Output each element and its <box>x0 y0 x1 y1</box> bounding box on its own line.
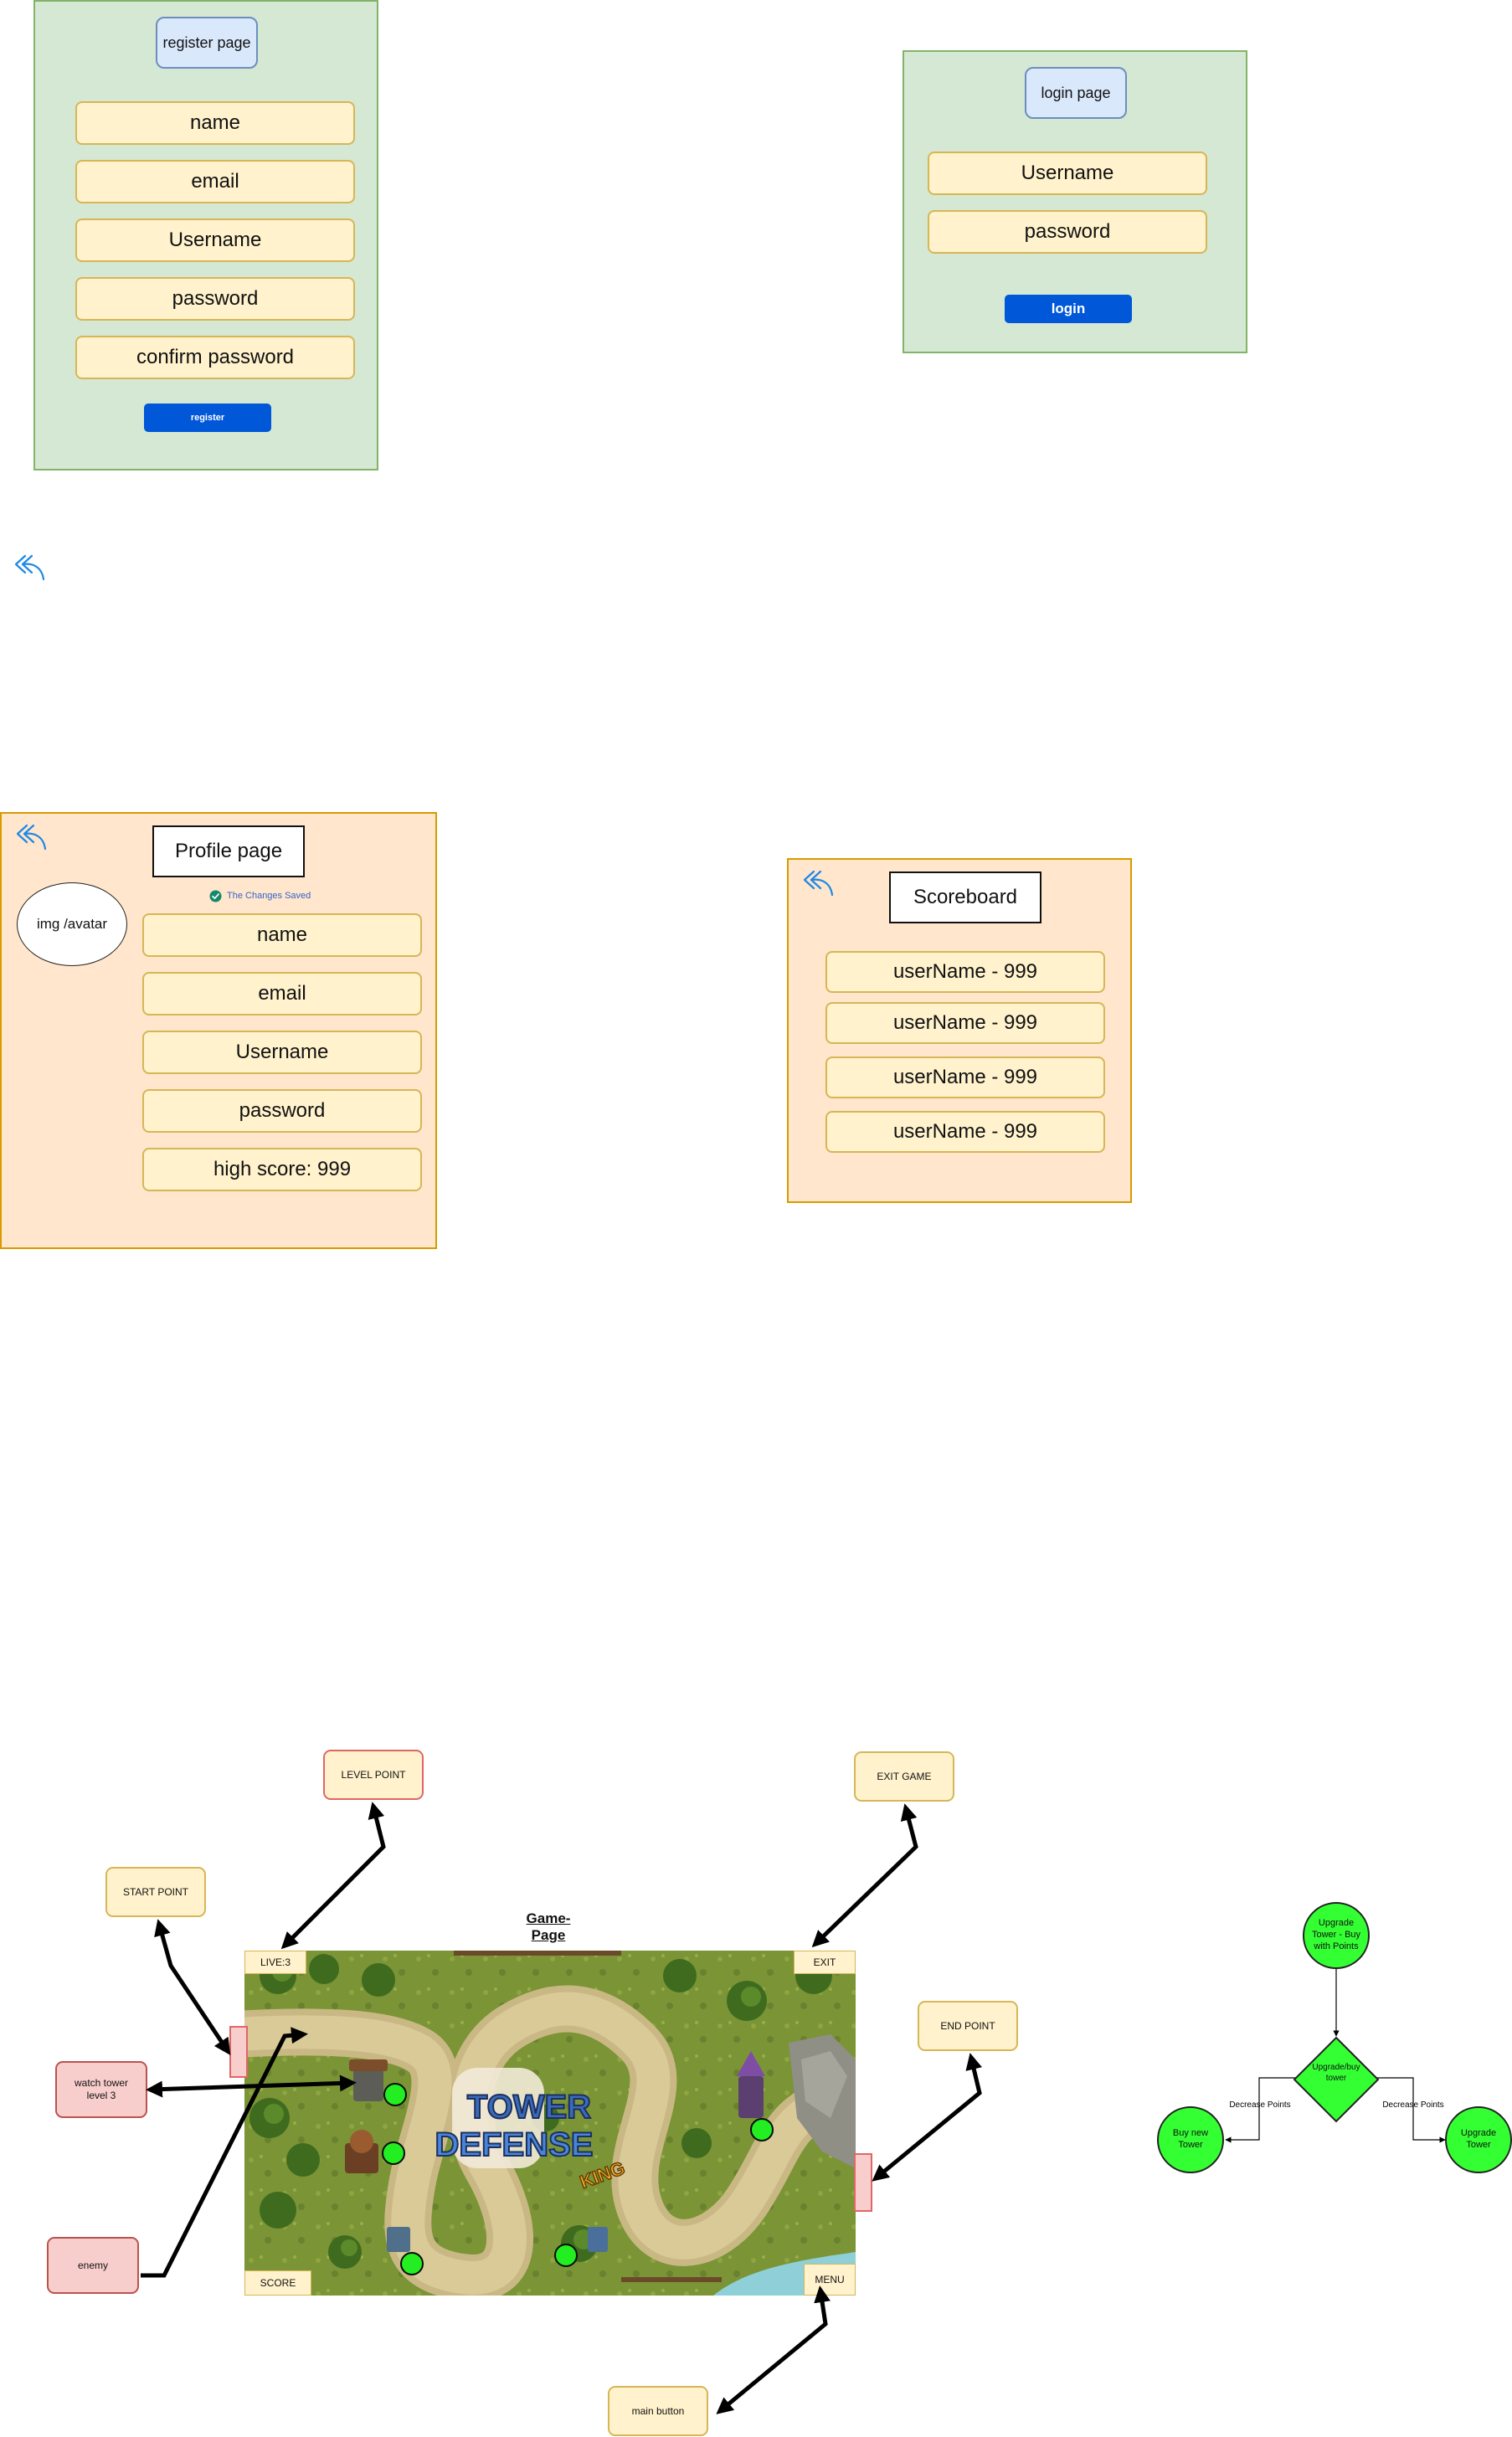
main-button-note: main button <box>608 2386 708 2436</box>
logo-line2: DEFENSE <box>435 2126 594 2163</box>
profile-highscore-field: high score: 999 <box>142 1148 422 1191</box>
login-username-field[interactable]: Username <box>928 152 1207 195</box>
login-button[interactable]: login <box>1005 295 1132 323</box>
profile-name-field[interactable]: name <box>142 913 422 957</box>
tower-slot-marker[interactable] <box>400 2252 424 2275</box>
scoreboard-row: userName - 999 <box>825 951 1105 993</box>
game-title: Game-Page <box>526 1910 571 1944</box>
logo-line1: TOWER <box>467 2089 591 2126</box>
register-name-field[interactable]: name <box>75 101 355 145</box>
login-page-label: login page <box>1025 67 1127 119</box>
arrow-end-point <box>872 2053 982 2182</box>
saved-message-text: The Changes Saved <box>227 891 311 901</box>
start-point-note: START POINT <box>105 1867 206 1917</box>
lives-label: LIVE:3 <box>244 1951 306 1974</box>
back-arrow-icon[interactable] <box>802 868 836 898</box>
flow-right-edge-label: Decrease Points <box>1382 2100 1443 2110</box>
profile-username-field[interactable]: Username <box>142 1031 422 1074</box>
tower-slot-marker[interactable] <box>750 2118 774 2141</box>
exit-button[interactable]: EXIT <box>794 1951 856 1974</box>
arrow-main-button <box>716 2285 831 2414</box>
arrow-enemy <box>141 2027 308 2278</box>
exit-game-note: EXIT GAME <box>854 1751 954 1802</box>
back-arrow-icon[interactable] <box>13 553 47 583</box>
tower-slot-marker[interactable] <box>554 2244 578 2267</box>
arrow-watch-tower <box>146 2075 357 2098</box>
avatar[interactable]: img /avatar <box>17 882 127 966</box>
profile-panel: Profile page The Changes Saved img /avat… <box>0 812 437 1249</box>
tower-slot-marker[interactable] <box>382 2141 405 2165</box>
arrow-start-point <box>154 1919 231 2055</box>
game-screenshot: TOWER DEFENSE KING LIVE:3 EXIT SCORE MEN… <box>244 1951 856 2296</box>
scoreboard-row: userName - 999 <box>825 1002 1105 1044</box>
scoreboard-panel: Scoreboard userName - 999 userName - 999… <box>787 858 1132 1203</box>
saved-message: The Changes Saved <box>209 887 393 904</box>
scoreboard-title: Scoreboard <box>889 871 1041 923</box>
score-label: SCORE <box>244 2270 311 2296</box>
back-arrow-icon[interactable] <box>15 822 49 852</box>
tower-slot-marker[interactable] <box>383 2083 407 2106</box>
register-page-label: register page <box>156 17 258 69</box>
flow-start-node: Upgrade Tower - Buy with Points <box>1303 1902 1370 1969</box>
scoreboard-row: userName - 999 <box>825 1111 1105 1153</box>
register-button[interactable]: register <box>144 404 271 432</box>
register-email-field[interactable]: email <box>75 160 355 203</box>
register-username-field[interactable]: Username <box>75 219 355 262</box>
scoreboard-row: userName - 999 <box>825 1057 1105 1098</box>
profile-title: Profile page <box>152 825 305 877</box>
register-panel: register page name email Username passwo… <box>33 0 378 470</box>
profile-password-field[interactable]: password <box>142 1089 422 1133</box>
flow-buy-new-tower-node: Buy new Tower <box>1157 2106 1224 2173</box>
enemy-note: enemy <box>47 2237 139 2294</box>
flow-decision-label: Upgrade/buy tower <box>1312 2063 1360 2083</box>
flow-left-edge-label: Decrease Points <box>1229 2100 1290 2110</box>
flow-upgrade-tower-node: Upgrade Tower <box>1445 2106 1512 2173</box>
register-password-field[interactable]: password <box>75 277 355 321</box>
flow-decision-node <box>1293 2036 1380 2123</box>
end-point-note: END POINT <box>918 2001 1018 2051</box>
login-panel: login page Username password login <box>903 50 1247 353</box>
end-point-marker <box>854 2153 872 2212</box>
register-confirm-password-field[interactable]: confirm password <box>75 336 355 379</box>
check-circle-icon <box>209 889 222 902</box>
login-password-field[interactable]: password <box>928 210 1207 254</box>
watch-tower-note: watch tower level 3 <box>55 2061 147 2118</box>
arrow-level-point <box>280 1802 386 1950</box>
profile-email-field[interactable]: email <box>142 972 422 1015</box>
arrow-exit-game <box>811 1803 918 1948</box>
level-point-note: LEVEL POINT <box>323 1750 424 1800</box>
